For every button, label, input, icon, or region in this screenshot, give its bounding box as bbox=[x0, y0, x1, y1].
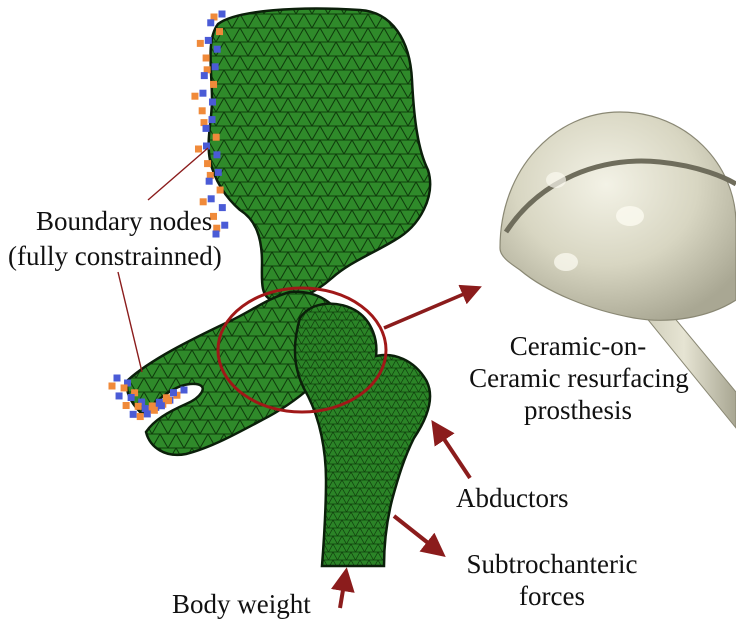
boundary-node bbox=[121, 384, 128, 391]
boundary-node bbox=[214, 46, 221, 53]
subtrochanteric-label-line1: Subtrochanteric bbox=[446, 548, 658, 580]
boundary-node bbox=[213, 134, 220, 141]
boundary-node bbox=[216, 28, 223, 35]
prosthesis-label-line3: prosthesis bbox=[478, 394, 678, 426]
boundary-nodes-label-line2: (fully constrainned) bbox=[8, 240, 222, 272]
boundary-node bbox=[135, 403, 142, 410]
boundary-node bbox=[209, 116, 216, 123]
boundary-node bbox=[217, 187, 224, 194]
boundary-nodes-label-line1: Boundary nodes bbox=[36, 205, 212, 237]
boundary-node bbox=[158, 402, 165, 409]
prosthesis-arrow bbox=[384, 288, 478, 328]
abductors-label: Abductors bbox=[456, 482, 568, 514]
boundary-node bbox=[128, 394, 135, 401]
boundary-node bbox=[151, 407, 158, 414]
boundary-node bbox=[165, 397, 172, 404]
boundary-node bbox=[210, 81, 217, 88]
iliac-wing bbox=[209, 9, 430, 301]
boundary-node bbox=[204, 160, 211, 167]
boundary-node bbox=[215, 169, 222, 176]
boundary-node bbox=[213, 231, 220, 238]
prosthesis-label-line2: Ceramic resurfacing bbox=[436, 362, 722, 394]
prosthesis-label-line1: Ceramic-on- bbox=[478, 330, 678, 362]
boundary-node bbox=[201, 72, 208, 79]
prosthesis-highlight bbox=[554, 253, 578, 271]
boundary-node bbox=[219, 204, 226, 211]
boundary-node bbox=[205, 37, 212, 44]
boundary-node bbox=[203, 125, 210, 132]
boundary-node bbox=[181, 387, 188, 394]
boundary-node bbox=[170, 389, 177, 396]
boundary-node bbox=[137, 413, 144, 420]
prosthesis-highlight bbox=[616, 206, 644, 226]
prosthesis-highlight bbox=[546, 172, 566, 188]
boundary-node bbox=[208, 195, 215, 202]
boundary-node bbox=[221, 222, 228, 229]
boundary-node bbox=[191, 93, 198, 100]
subtrochanteric-label-line2: forces bbox=[446, 580, 658, 612]
boundary-node bbox=[206, 178, 213, 185]
abductors-arrow bbox=[434, 424, 470, 478]
boundary-node bbox=[209, 99, 216, 106]
boundary-leader-lower bbox=[118, 272, 142, 372]
boundary-node bbox=[212, 63, 219, 70]
boundary-node bbox=[203, 55, 210, 62]
boundary-node bbox=[197, 40, 204, 47]
boundary-leader-upper bbox=[148, 148, 208, 200]
boundary-node bbox=[116, 392, 123, 399]
boundary-node bbox=[109, 383, 116, 390]
boundary-node bbox=[213, 151, 220, 158]
boundary-node bbox=[114, 375, 121, 382]
body-weight-label: Body weight bbox=[172, 588, 311, 620]
boundary-node bbox=[207, 19, 214, 26]
boundary-node bbox=[199, 90, 206, 97]
body-weight-arrow bbox=[340, 572, 346, 608]
boundary-node bbox=[123, 402, 130, 409]
boundary-node bbox=[130, 411, 137, 418]
boundary-node bbox=[219, 11, 226, 18]
boundary-node bbox=[195, 146, 202, 153]
subtrochanteric-arrow bbox=[394, 516, 442, 554]
boundary-node bbox=[199, 107, 206, 114]
boundary-node bbox=[144, 410, 151, 417]
